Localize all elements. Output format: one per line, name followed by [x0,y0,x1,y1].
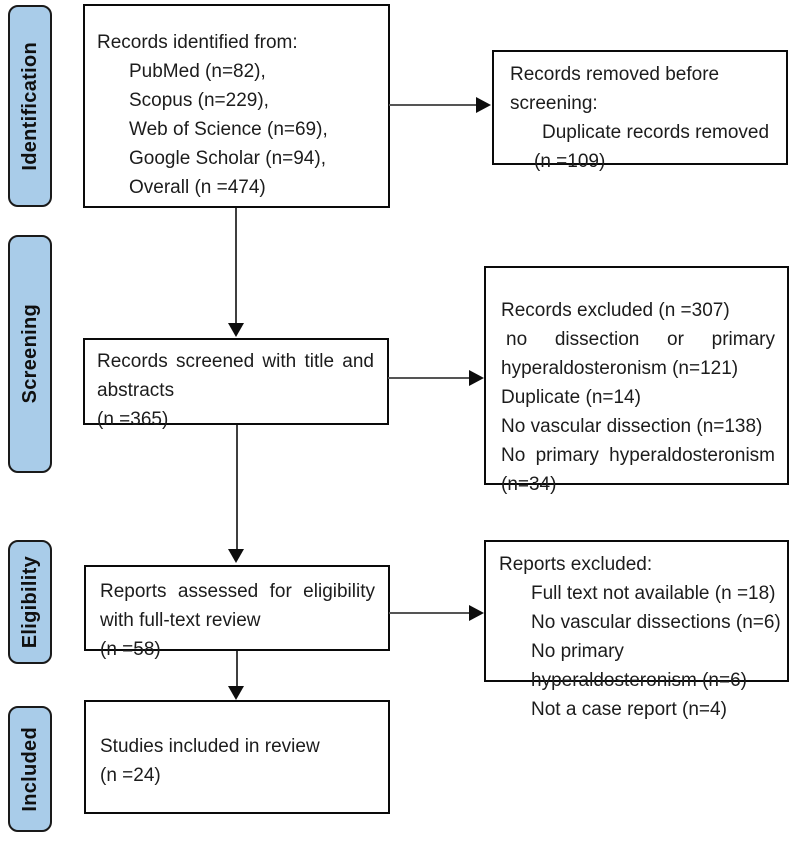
reports-excluded-line: No vascular dissections (n=6) [531,612,781,633]
stage-label-screening: Screening [8,235,52,473]
reports-assessed-line: with full-text review [100,610,261,631]
box-reports-excluded: Reports excluded: Full text not availabl… [484,540,789,720]
records-identified-line: Web of Science (n=69), [129,119,328,140]
arrow-right-head-icon [476,97,491,113]
stage-label-screening-text: Screening [18,304,41,404]
records-identified-line: PubMed (n=82), [129,61,266,82]
arrow-screened-to-excluded-line [388,377,470,379]
records-removed-line: (n =109) [534,151,606,172]
records-identified-line: Scopus (n=229), [129,90,269,111]
studies-included-line: Studies included in review [100,736,320,757]
reports-assessed-line: Reports assessed for eligibility [100,581,375,602]
reports-assessed-line: (n =58) [100,639,161,660]
records-excluded-line: hyperaldosteronism (n=121) [501,358,739,379]
arrow-down-head-icon [228,686,244,700]
stage-label-eligibility: Eligibility [8,540,52,664]
stage-label-identification: Identification [8,5,52,207]
stage-label-included: Included [8,706,52,832]
records-excluded-line: No vascular dissection (n=138) [501,416,763,437]
records-excluded-line: no dissection or primary [506,329,775,350]
box-reports-assessed: Reports assessed for eligibility with fu… [84,565,390,660]
box-records-identified: Records identified from: PubMed (n=82), … [83,4,390,208]
arrow-identified-to-screened-line [235,208,237,324]
records-identified-line: Overall (n =474) [129,177,266,198]
box-studies-included: Studies included in review (n =24) [84,700,390,814]
reports-excluded-line: Reports excluded: [499,554,653,575]
box-records-excluded: Records excluded (n =307) no dissection … [484,266,789,495]
box-records-screened: Records screened with title and abstract… [83,338,389,430]
reports-excluded-line: No primary [531,641,624,662]
records-removed-line: Duplicate records removed [542,122,770,143]
records-screened-line: (n =365) [97,409,169,430]
arrow-identified-to-removed-line [389,104,477,106]
records-excluded-line: No primary hyperaldosteronism [501,445,775,466]
arrow-screened-to-assessed-line [236,425,238,550]
arrow-right-head-icon [469,605,484,621]
reports-excluded-line: hyperaldosteronism (n=6) [531,670,747,691]
records-removed-line: Records removed before [510,64,720,85]
reports-excluded-line: Full text not available (n =18) [531,583,776,604]
records-excluded-line: Records excluded (n =307) [501,300,730,321]
records-screened-line: Records screened with title and [97,351,374,372]
box-records-removed: Records removed before screening: Duplic… [492,50,788,172]
records-excluded-line: (n=34) [501,474,557,495]
arrow-down-head-icon [228,323,244,337]
arrow-down-head-icon [228,549,244,563]
stage-label-included-text: Included [18,726,41,812]
records-excluded-line: Duplicate (n=14) [501,387,641,408]
records-identified-line: Google Scholar (n=94), [129,148,326,169]
arrow-assessed-to-included-line [236,651,238,687]
stage-label-eligibility-text: Eligibility [18,555,41,649]
records-identified-line: Records identified from: [97,32,298,53]
records-screened-line: abstracts [97,380,175,401]
arrow-assessed-to-reports-excluded-line [389,612,470,614]
arrow-right-head-icon [469,370,484,386]
reports-excluded-line: Not a case report (n=4) [531,699,727,720]
studies-included-line: (n =24) [100,765,161,786]
records-removed-line: screening: [510,93,598,114]
stage-label-identification-text: Identification [18,41,41,171]
